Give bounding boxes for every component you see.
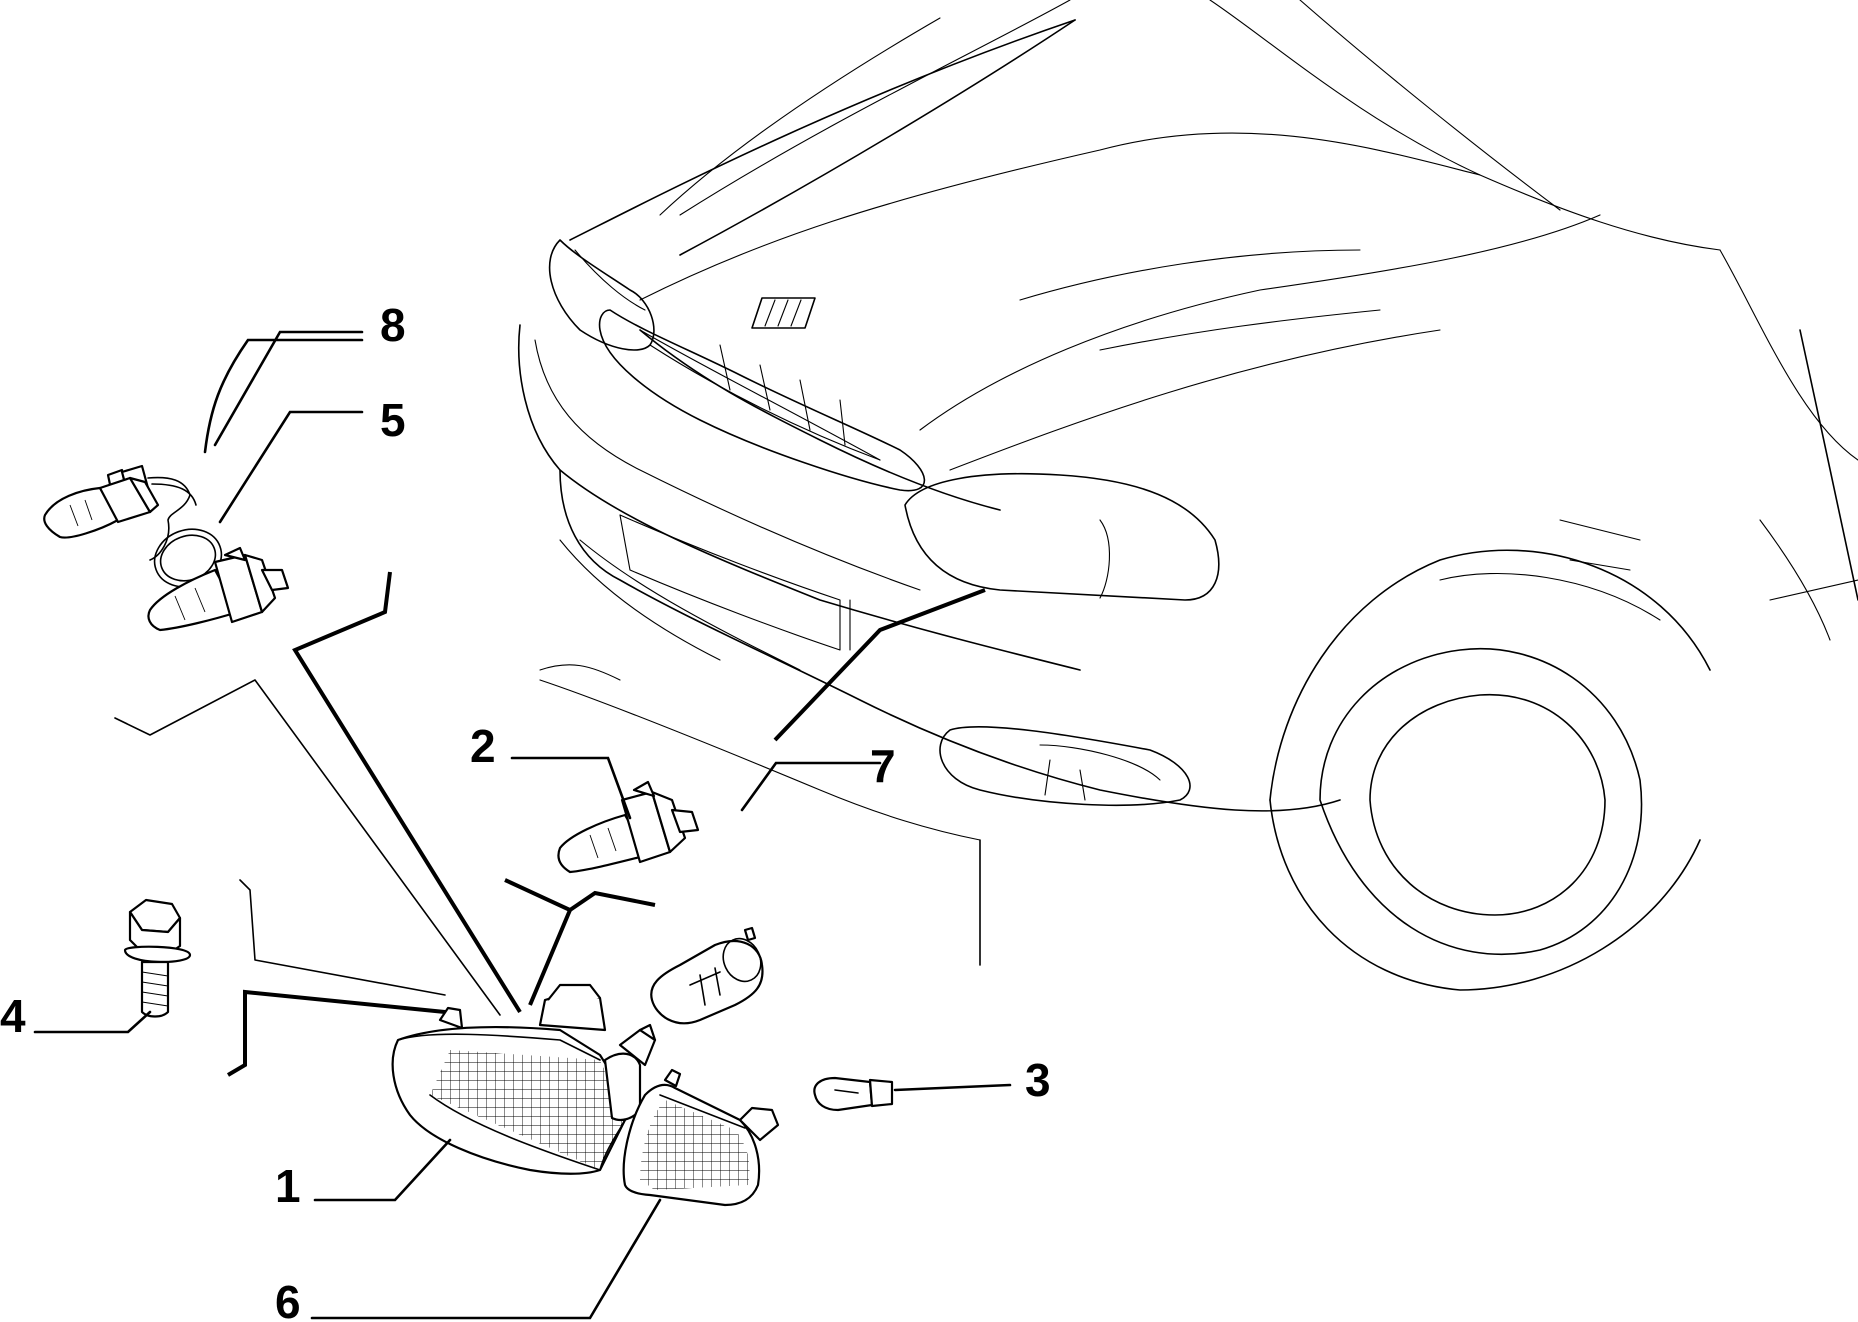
badge-icon (751, 297, 816, 329)
headlamp-assembly (391, 983, 657, 1175)
halogen-bulb (557, 780, 700, 874)
callout-3: 3 (1025, 1054, 1051, 1106)
callout-4: 4 (0, 990, 26, 1042)
callout-2: 2 (470, 720, 496, 772)
callout-6: 6 (275, 1276, 301, 1322)
callout-8: 8 (380, 299, 406, 351)
callout-7: 7 (870, 740, 896, 792)
car-front-outline (517, 0, 1858, 991)
bayonet-bulb (650, 926, 764, 1025)
halogen-bulb (147, 546, 290, 632)
assembly-brackets (114, 571, 986, 1077)
bulb-with-harness (43, 464, 223, 588)
callout-5: 5 (380, 394, 406, 446)
side-indicator-lens (622, 1068, 780, 1207)
wedge-bulb (813, 1076, 894, 1112)
leader-lines (33, 330, 1012, 1320)
callout-1: 1 (275, 1160, 301, 1212)
flange-bolt (123, 898, 192, 1018)
fog-lamp-outline (939, 726, 1191, 806)
